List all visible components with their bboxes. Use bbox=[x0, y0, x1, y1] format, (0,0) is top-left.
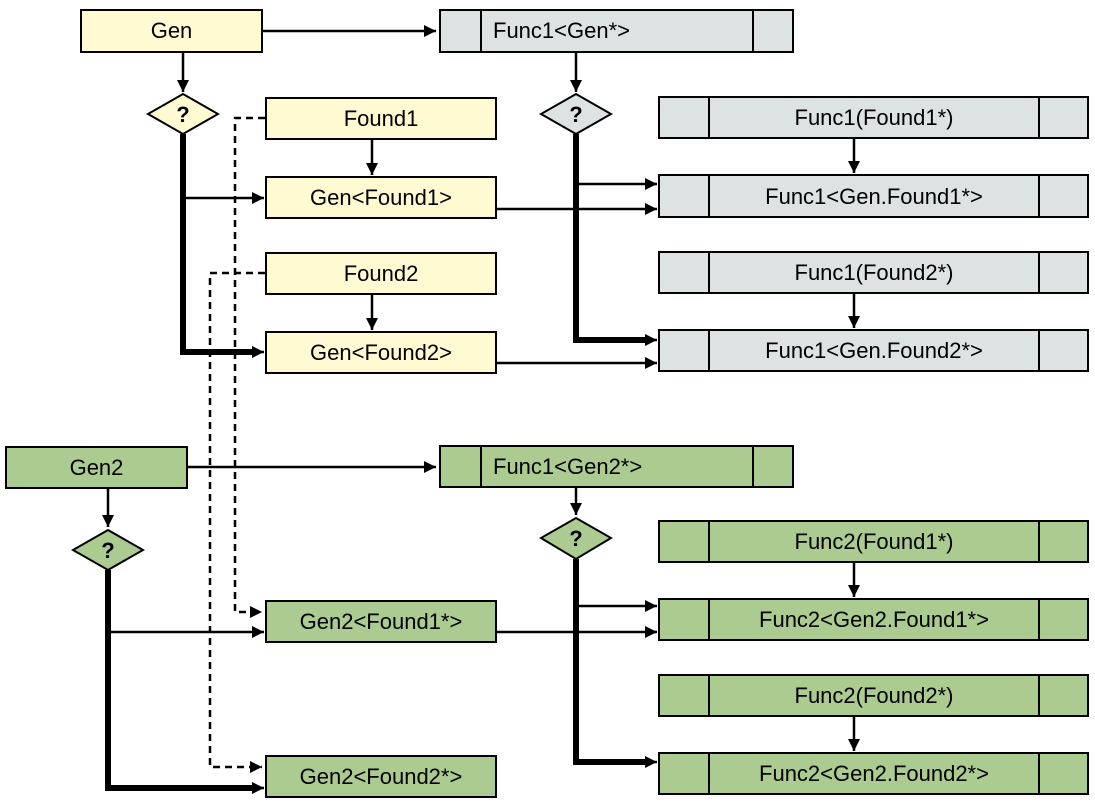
node-func1-gen-label: Func1<Gen*> bbox=[493, 18, 630, 43]
edge-found2-to-gen2-found2 bbox=[208, 271, 265, 773]
node-func2-found2-label: Func2(Found2*) bbox=[795, 683, 954, 708]
node-found1: Found1 bbox=[265, 97, 497, 140]
node-func1-gen2: Func1<Gen2*> bbox=[439, 445, 794, 488]
node-func1-found2: Func1(Found2*) bbox=[658, 251, 1089, 294]
node-gen-found2: Gen<Found2> bbox=[265, 331, 497, 374]
decision-gen: ? bbox=[145, 92, 221, 136]
edge-decision2-right-trunk bbox=[573, 559, 645, 765]
node-func2-found1-label: Func2(Found1*) bbox=[795, 529, 954, 554]
node-func1-gen: Func1<Gen*> bbox=[439, 9, 794, 53]
decision-func1-gen2: ? bbox=[539, 516, 613, 561]
node-func1-found2-label: Func1(Found2*) bbox=[795, 260, 954, 285]
decision-gen2-label: ? bbox=[101, 538, 114, 563]
node-gen-found1: Gen<Found1> bbox=[265, 176, 497, 219]
node-func2-gen2-found1: Func2<Gen2.Found1*> bbox=[658, 598, 1089, 641]
node-gen-found2-label: Gen<Found2> bbox=[310, 340, 452, 365]
node-gen: Gen bbox=[80, 9, 263, 53]
decision-gen2: ? bbox=[70, 528, 146, 572]
node-func2-found1: Func2(Found1*) bbox=[658, 520, 1089, 563]
node-gen2: Gen2 bbox=[5, 446, 188, 489]
node-gen2-label: Gen2 bbox=[70, 455, 124, 480]
node-func1-gen-found2: Func1<Gen.Found2*> bbox=[658, 329, 1089, 372]
node-found2-label: Found2 bbox=[344, 261, 419, 286]
node-found2: Found2 bbox=[265, 252, 497, 295]
node-func2-gen2-found2-label: Func2<Gen2.Found2*> bbox=[759, 761, 989, 786]
node-gen-label: Gen bbox=[151, 18, 193, 43]
node-func2-gen2-found2: Func2<Gen2.Found2*> bbox=[658, 752, 1089, 795]
decision-gen-label: ? bbox=[176, 102, 189, 127]
decision-func1-gen2-label: ? bbox=[569, 526, 582, 551]
connectors-bottom bbox=[102, 461, 860, 794]
edge-decision-right-trunk bbox=[573, 134, 645, 343]
node-func1-gen-found2-label: Func1<Gen.Found2*> bbox=[765, 338, 983, 363]
node-gen2-found1-label: Gen2<Found1*> bbox=[300, 609, 463, 634]
connectors-dashed bbox=[208, 116, 265, 773]
edge-decision-left-trunk bbox=[180, 134, 256, 355]
node-found1-label: Found1 bbox=[344, 106, 419, 131]
connectors-top bbox=[177, 25, 860, 369]
node-func1-gen2-label: Func1<Gen2*> bbox=[493, 454, 642, 479]
node-gen-found1-label: Gen<Found1> bbox=[310, 185, 452, 210]
node-gen2-found1: Gen2<Found1*> bbox=[265, 600, 497, 643]
node-gen2-found2: Gen2<Found2*> bbox=[265, 755, 497, 798]
edge-decision2-left-trunk bbox=[105, 570, 256, 791]
node-func1-gen-found1: Func1<Gen.Found1*> bbox=[658, 174, 1089, 218]
node-gen2-found2-label: Gen2<Found2*> bbox=[300, 764, 463, 789]
decision-func1-gen: ? bbox=[538, 92, 614, 136]
edge-found1-to-gen2-found1 bbox=[233, 116, 265, 618]
node-func1-found1-label: Func1(Found1*) bbox=[795, 105, 954, 130]
node-func2-gen2-found1-label: Func2<Gen2.Found1*> bbox=[759, 607, 989, 632]
node-func1-found1: Func1(Found1*) bbox=[658, 96, 1089, 139]
decision-func1-gen-label: ? bbox=[569, 102, 582, 127]
node-func2-found2: Func2(Found2*) bbox=[658, 674, 1089, 717]
node-func1-gen-found1-label: Func1<Gen.Found1*> bbox=[765, 184, 983, 209]
